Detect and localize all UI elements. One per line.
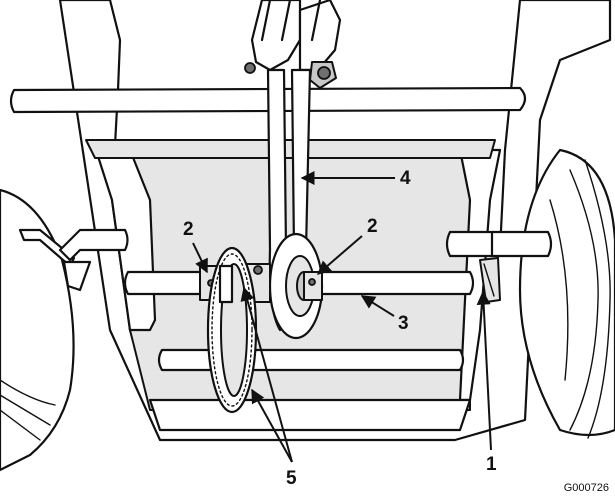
callout-3: 3	[398, 313, 409, 334]
callout-5: 5	[286, 468, 297, 489]
leader-1	[476, 290, 492, 451]
leader-5b	[251, 388, 293, 463]
leader-2-right	[316, 235, 363, 275]
left-axle-bracket	[18, 228, 129, 292]
sprocket	[206, 246, 258, 414]
callout-1: 1	[486, 454, 497, 475]
drive-pulley	[268, 232, 324, 340]
leader-5a	[240, 286, 293, 463]
left-wheel	[0, 188, 75, 472]
callout-leaders	[192, 171, 492, 463]
callout-2-left: 2	[183, 219, 194, 240]
right-wheel	[518, 148, 615, 439]
figure-id: G000726	[563, 482, 609, 494]
callout-4: 4	[400, 168, 411, 189]
lower-shaft	[157, 348, 465, 372]
upper-linkage	[244, 0, 342, 89]
leader-3	[360, 295, 395, 317]
right-axle-stub	[445, 230, 553, 258]
leader-2-left	[192, 242, 208, 274]
callout-2-right: 2	[367, 216, 378, 237]
